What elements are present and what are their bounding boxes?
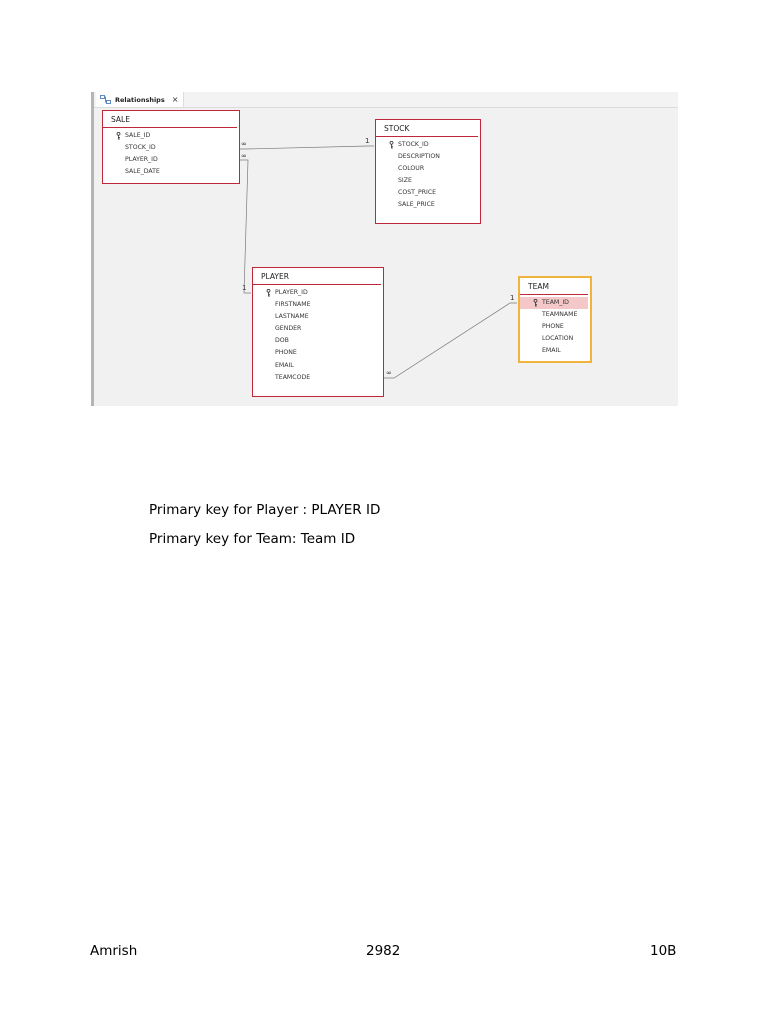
field-row[interactable]: STOCK_ID	[376, 139, 480, 151]
field-row[interactable]: SALE_DATE	[103, 166, 239, 178]
key-icon	[116, 132, 121, 140]
table-sale[interactable]: SALE SALE_ID STOCK_ID PLAYER_ID SALE_DAT…	[102, 110, 240, 184]
field-name: DESCRIPTION	[398, 153, 440, 161]
field-row[interactable]: TEAMNAME	[520, 309, 590, 321]
field-name: PHONE	[275, 349, 297, 357]
field-row-selected[interactable]: TEAM_ID	[520, 297, 588, 310]
table-title: TEAM	[520, 278, 588, 295]
field-name: FIRSTNAME	[275, 301, 311, 309]
tab-label: Relationships	[115, 95, 165, 104]
field-name: EMAIL	[542, 347, 561, 355]
field-row[interactable]: PLAYER_ID	[103, 154, 239, 166]
field-name: TEAM_ID	[542, 299, 569, 306]
field-row[interactable]: LOCATION	[520, 333, 590, 345]
field-row[interactable]: PLAYER_ID	[253, 287, 383, 299]
field-name: SIZE	[398, 177, 412, 185]
field-row[interactable]: SALE_PRICE	[376, 199, 480, 211]
relationships-icon	[100, 95, 111, 104]
table-stock[interactable]: STOCK STOCK_ID DESCRIPTION COLOUR SIZE C…	[375, 119, 481, 224]
field-row[interactable]: EMAIL	[253, 360, 383, 372]
field-row[interactable]: DOB	[253, 335, 383, 347]
primary-key-player-text: Primary key for Player : PLAYER ID	[149, 502, 381, 518]
table-title: PLAYER	[253, 268, 381, 285]
cardinality-one-sale-stock: 1	[365, 137, 370, 145]
field-name: TEAMNAME	[542, 311, 578, 319]
table-team[interactable]: TEAM TEAM_ID TEAMNAME PHONE LOCATION EMA…	[518, 276, 592, 363]
field-name: PHONE	[542, 323, 564, 331]
field-name: STOCK_ID	[125, 144, 156, 152]
field-list: TEAM_ID TEAMNAME PHONE LOCATION EMAIL	[520, 295, 590, 357]
field-name: LOCATION	[542, 335, 574, 343]
footer-class: 10B	[650, 943, 677, 959]
field-row[interactable]: STOCK_ID	[103, 142, 239, 154]
field-row[interactable]: COLOUR	[376, 163, 480, 175]
field-row[interactable]: PHONE	[520, 321, 590, 333]
field-name: PLAYER_ID	[125, 156, 158, 164]
footer-number: 2982	[366, 943, 401, 959]
field-name: PLAYER_ID	[275, 289, 308, 296]
field-row[interactable]: SALE_ID	[103, 130, 239, 142]
field-list: SALE_ID STOCK_ID PLAYER_ID SALE_DATE	[103, 128, 239, 178]
cardinality-many-sale-player: ∞	[241, 152, 247, 160]
primary-key-team-text: Primary key for Team: Team ID	[149, 531, 356, 547]
field-name: STOCK_ID	[398, 141, 429, 148]
field-name: SALE_DATE	[125, 168, 160, 176]
key-icon	[266, 289, 271, 297]
field-row[interactable]: TEAMCODE	[253, 372, 383, 384]
field-name: LASTNAME	[275, 313, 309, 321]
key-icon	[533, 299, 538, 307]
cardinality-one-player-team: 1	[510, 294, 515, 302]
field-name: SALE_PRICE	[398, 201, 435, 209]
field-name: TEAMCODE	[275, 373, 311, 381]
cardinality-one-sale-player: 1	[242, 284, 247, 292]
field-list: STOCK_ID DESCRIPTION COLOUR SIZE COST_PR…	[376, 137, 480, 212]
field-row[interactable]: EMAIL	[520, 345, 590, 357]
field-row[interactable]: GENDER	[253, 323, 383, 335]
tab-relationships[interactable]: Relationships ×	[96, 92, 184, 107]
tab-bar: Relationships ×	[94, 92, 678, 108]
cardinality-many-player-team: ∞	[386, 369, 392, 377]
field-row[interactable]: DESCRIPTION	[376, 151, 480, 163]
field-row[interactable]: PHONE	[253, 347, 383, 359]
field-row[interactable]: FIRSTNAME	[253, 299, 383, 311]
key-icon	[389, 141, 394, 149]
field-name: COST_PRICE	[398, 189, 437, 197]
field-name: SALE_ID	[125, 132, 151, 139]
field-name: COLOUR	[398, 165, 425, 173]
footer-name: Amrish	[90, 943, 138, 959]
field-name: DOB	[275, 337, 289, 345]
close-icon[interactable]: ×	[171, 94, 179, 104]
field-row[interactable]: COST_PRICE	[376, 187, 480, 199]
field-row[interactable]: SIZE	[376, 175, 480, 187]
table-title: SALE	[103, 111, 237, 128]
field-name: EMAIL	[275, 361, 294, 369]
field-list: PLAYER_ID FIRSTNAME LASTNAME GENDER DOB …	[253, 285, 383, 384]
table-title: STOCK	[376, 120, 478, 137]
cardinality-many-sale-stock: ∞	[241, 140, 247, 148]
table-player[interactable]: PLAYER PLAYER_ID FIRSTNAME LASTNAME GEND…	[252, 267, 384, 397]
field-name: GENDER	[275, 325, 302, 333]
field-row[interactable]: LASTNAME	[253, 311, 383, 323]
